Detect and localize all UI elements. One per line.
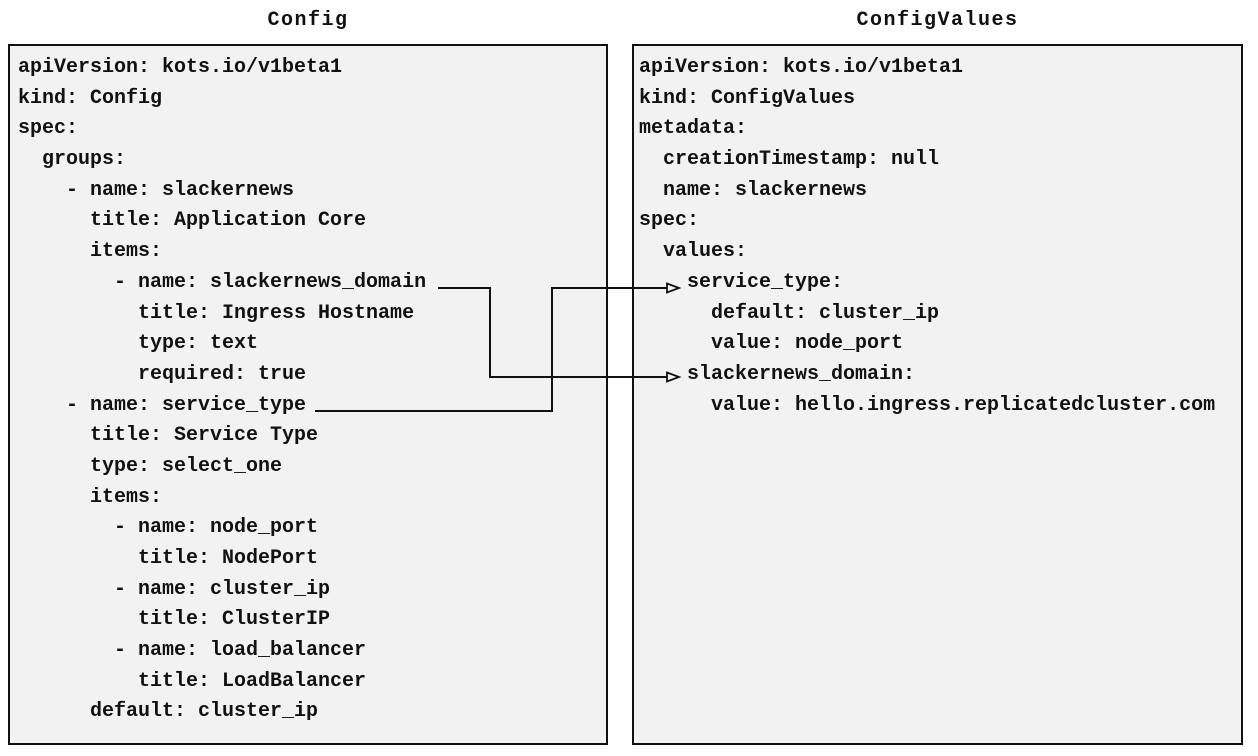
code-line: value: hello.ingress.replicatedcluster.c… <box>639 393 1216 417</box>
code-line: value: node_port <box>639 332 904 356</box>
code-line: groups: <box>18 148 127 172</box>
config-yaml-panel: apiVersion: kots.io/v1beta1 kind: Config… <box>8 44 608 745</box>
code-line: name: slackernews <box>639 178 868 202</box>
code-line: title: ClusterIP <box>18 608 331 632</box>
code-line: title: LoadBalancer <box>18 669 367 693</box>
code-line: apiVersion: kots.io/v1beta1 <box>18 56 343 79</box>
code-line-slackernews-domain-value: slackernews_domain: <box>639 362 916 386</box>
code-line: spec: <box>639 209 700 233</box>
code-line: kind: Config <box>18 86 163 110</box>
code-line: items: <box>18 240 163 264</box>
configvalues-yaml-code: apiVersion: kots.io/v1beta1 kind: Config… <box>634 53 1241 421</box>
code-line: - name: cluster_ip <box>18 577 331 601</box>
code-line: metadata: <box>639 117 748 141</box>
code-line-service-type: - name: service_type <box>18 393 307 417</box>
code-line-slackernews-domain: - name: slackernews_domain <box>18 270 427 294</box>
code-line: creationTimestamp: null <box>639 148 940 172</box>
code-line: title: NodePort <box>18 547 319 570</box>
code-line: title: Ingress Hostname <box>18 301 415 325</box>
left-panel-title: Config <box>267 9 349 32</box>
code-line-service-type-value: service_type: <box>639 270 844 294</box>
code-line: - name: load_balancer <box>18 639 367 663</box>
code-line: required: true <box>18 362 307 386</box>
code-line: values: <box>639 240 748 264</box>
configvalues-yaml-panel: apiVersion: kots.io/v1beta1 kind: Config… <box>632 44 1243 745</box>
code-line: items: <box>18 485 163 509</box>
code-line: apiVersion: kots.io/v1beta1 <box>639 56 964 79</box>
code-line: default: cluster_ip <box>639 301 940 325</box>
code-line: - name: node_port <box>18 516 319 540</box>
code-line: - name: slackernews <box>18 178 295 202</box>
code-line: default: cluster_ip <box>18 700 319 724</box>
config-yaml-code: apiVersion: kots.io/v1beta1 kind: Config… <box>10 53 606 728</box>
code-line: spec: <box>18 117 79 141</box>
right-panel-title: ConfigValues <box>856 9 1019 32</box>
code-line: title: Application Core <box>18 209 367 233</box>
code-line: kind: ConfigValues <box>639 86 856 110</box>
code-line: type: text <box>18 332 259 356</box>
code-line: type: select_one <box>18 454 283 478</box>
code-line: title: Service Type <box>18 424 319 448</box>
